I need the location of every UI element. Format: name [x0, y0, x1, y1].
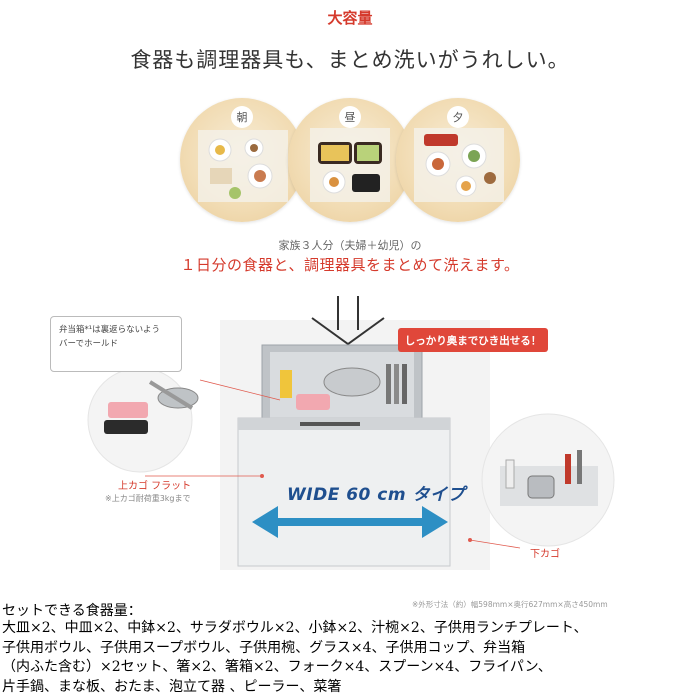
width-arrow-icon: [252, 506, 448, 538]
meal-label-dinner: 夕: [447, 106, 469, 128]
meal-label-lunch: 昼: [339, 106, 361, 128]
bento-bar-callout: 弁当箱*¹は裏返らないよう バーでホールド: [50, 316, 182, 372]
morning-dishes-icon: [198, 130, 288, 202]
dishwasher-illustration: [87, 296, 615, 570]
daily-dishes-subline: １日分の食器と、調理器具をまとめて洗えます。: [180, 256, 520, 274]
meal-lunch: 昼: [288, 98, 412, 222]
meal-morning: 朝: [180, 98, 304, 222]
dimension-note: ※外形寸法（約）幅598mm×奥行627mm×高さ450mm: [412, 600, 608, 609]
lower-basket-label: 下カゴ: [530, 549, 560, 560]
bento-callout-line2: バーでホールド: [59, 339, 118, 350]
wide-60cm-label: WIDE 60 cm タイプ: [287, 485, 466, 505]
bento-callout-line1: 弁当箱*¹は裏返らないよう: [59, 325, 160, 335]
lunch-bento-icon: [310, 128, 390, 202]
capacity-items-list: 大皿×2、中皿×2、中鉢×2、サラダボウル×2、小鉢×2、汁椀×2、子供用ランチ…: [2, 620, 588, 695]
headline: 食器も調理器具も、まとめ洗いがうれしい。: [130, 48, 570, 72]
capacity-items-title: セットできる食器量：: [2, 603, 142, 619]
upper-basket-note: ※上カゴ耐荷重3kgまで: [105, 494, 191, 503]
down-arrow-icon: [311, 296, 385, 346]
upper-basket-label: 上カゴ フラット: [118, 481, 192, 492]
meal-illustrations: 朝 昼 夕: [180, 98, 520, 228]
capacity-badge: 大容量: [327, 8, 373, 27]
dinner-dishes-icon: [414, 128, 504, 202]
meal-label-morning: 朝: [231, 106, 253, 128]
pull-out-callout: しっかり奥までひき出せる！: [398, 328, 548, 352]
meal-dinner: 夕: [396, 98, 520, 222]
family-subline: 家族３人分（夫婦＋幼児）の: [278, 239, 422, 252]
